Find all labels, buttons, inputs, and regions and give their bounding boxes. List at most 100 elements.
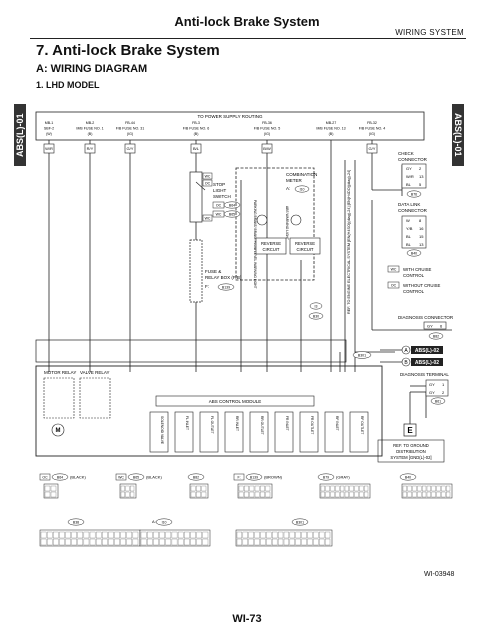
solenoid-valve-box [349, 411, 369, 453]
connector-pin [50, 485, 57, 492]
fuse-label: M/B FUSE NO. 13 [316, 127, 345, 131]
legend-key: OC [391, 284, 397, 288]
check-conn-title-2: CONNECTOR [398, 157, 428, 162]
connector-pin [40, 531, 47, 539]
dlc-title-1: DATA LINK [398, 202, 420, 207]
connector-pin [244, 491, 249, 498]
connector-pin [295, 531, 301, 539]
check-conn-pin-color: GY [406, 166, 412, 171]
legend-value: WITH CRUISE [403, 267, 432, 272]
wc-tag-3: WC [205, 217, 211, 221]
connector-pin [325, 485, 330, 492]
dlc-pin-color: BL [406, 242, 412, 247]
conn-color: (GRAY) [336, 475, 350, 480]
dlc-pin-color: Y/B [406, 226, 413, 231]
connector-pin [126, 531, 133, 539]
conn-code: B301 [296, 521, 304, 525]
connector-pin [277, 538, 284, 546]
connector-pin [140, 538, 147, 546]
connector-pin [426, 491, 431, 498]
conn-code: B139 [250, 476, 258, 480]
connector-pin [265, 491, 271, 498]
connector-pin [301, 538, 307, 546]
connector-pin [125, 485, 130, 492]
connector-pin [71, 531, 77, 539]
connector-pin [283, 538, 290, 546]
stop-light-switch: WC OC STOP LIGHT SWITCH OC B64 WC B65 WC [189, 171, 241, 223]
fuse-label: MB-2 [86, 121, 95, 125]
side-tab-right: ABS(L)-01 [452, 104, 464, 166]
abs-ref-links: A ABS(L)-02 B ABS(L)-02 [401, 345, 443, 367]
connector-pin [272, 531, 278, 539]
fuse-label: (IG) [264, 132, 270, 136]
valve-label: FR INLET [285, 416, 289, 431]
connector-pin [71, 538, 77, 546]
connector-pin [354, 485, 359, 492]
conn-b301: B301 [358, 354, 366, 358]
diag-term-code: B61 [435, 400, 441, 404]
stop-switch-label-2: LIGHT [213, 188, 227, 193]
connector-pin [441, 485, 446, 492]
conn-key: OC [42, 476, 48, 480]
connector-pin [431, 491, 436, 498]
connector-pin [65, 538, 71, 546]
combo-meter-label-1: COMBINATION [286, 172, 317, 177]
conn-code-oval [291, 518, 309, 526]
fuse-label: FB-3 [192, 121, 200, 125]
conn-key-box [115, 473, 127, 481]
ref-a-label: ABS(L)-02 [415, 348, 439, 354]
connector-pin [40, 538, 47, 546]
connector-pin [201, 485, 207, 492]
fuse-label: FB-44 [125, 121, 135, 125]
connector-pin [307, 538, 313, 546]
abs-module-title: ABS CONTROL MODULE [209, 399, 262, 404]
connector-pin [249, 491, 255, 498]
power-routing-box: TO POWER SUPPLY ROUTING MB-1SBF-2(W)MB-2… [35, 111, 425, 141]
conn-b30: B30 [313, 315, 319, 319]
ground-label-1: REF. TO GROUND [393, 443, 429, 448]
connector-pin [249, 485, 255, 492]
fuse-box-conn-code: B139 [222, 286, 230, 290]
connector-pin [254, 491, 260, 498]
fuse-label: (B) [329, 132, 334, 136]
connector-pin [238, 491, 244, 498]
solenoid-valve-box [324, 411, 344, 453]
diag-term-pin-color: GY [429, 390, 435, 395]
diag-term-pin-num: 2 [442, 390, 445, 395]
dlc-pin-color: BL [406, 234, 412, 239]
fuse-label: F/B FUSE NO. 6 [183, 127, 210, 131]
connector-pin [349, 485, 354, 492]
connector-pin [344, 485, 349, 492]
connector-pin [436, 485, 441, 492]
connector-pin [196, 485, 201, 492]
conn-code-oval [317, 473, 335, 481]
connector-pin [108, 531, 114, 539]
reverse-circuit-label-3: REVERSE [295, 241, 315, 246]
solenoid-valve-box [149, 411, 169, 453]
connector-pin [313, 531, 319, 539]
conn-code: B82 [193, 476, 199, 480]
valve-label: FR OUTLET [310, 416, 314, 434]
connector-pin [422, 485, 427, 492]
diag-term-pin-num: 1 [442, 382, 445, 387]
connector-pin [407, 491, 412, 498]
cruise-legend: WC WITH CRUISE CONTROL OC WITHOUT CRUISE… [387, 265, 441, 294]
connector-pin [244, 485, 249, 492]
connector-pin [159, 531, 165, 539]
connector-pin [171, 531, 178, 539]
connector-pin [446, 491, 451, 498]
conn-code-oval [127, 473, 145, 481]
subsection-title: A: WIRING DIAGRAM [36, 63, 148, 75]
conn-code: B38 [73, 521, 79, 525]
connector-pin [242, 538, 248, 546]
combination-meter: COMBINATION METER A: I10 PARKING BRAKE/ … [235, 167, 321, 289]
connector-pin [407, 485, 412, 492]
connector-pin [324, 531, 331, 539]
stop-switch-label-3: SWITCH [213, 194, 231, 199]
connector-pin [320, 485, 325, 492]
connector-pin [354, 491, 359, 498]
conn-color: (BLACK) [146, 475, 162, 480]
diag-conn-title: DIAGNOSIS CONNECTOR [398, 315, 454, 320]
connector-pin [77, 538, 84, 546]
connector-pin [412, 485, 417, 492]
